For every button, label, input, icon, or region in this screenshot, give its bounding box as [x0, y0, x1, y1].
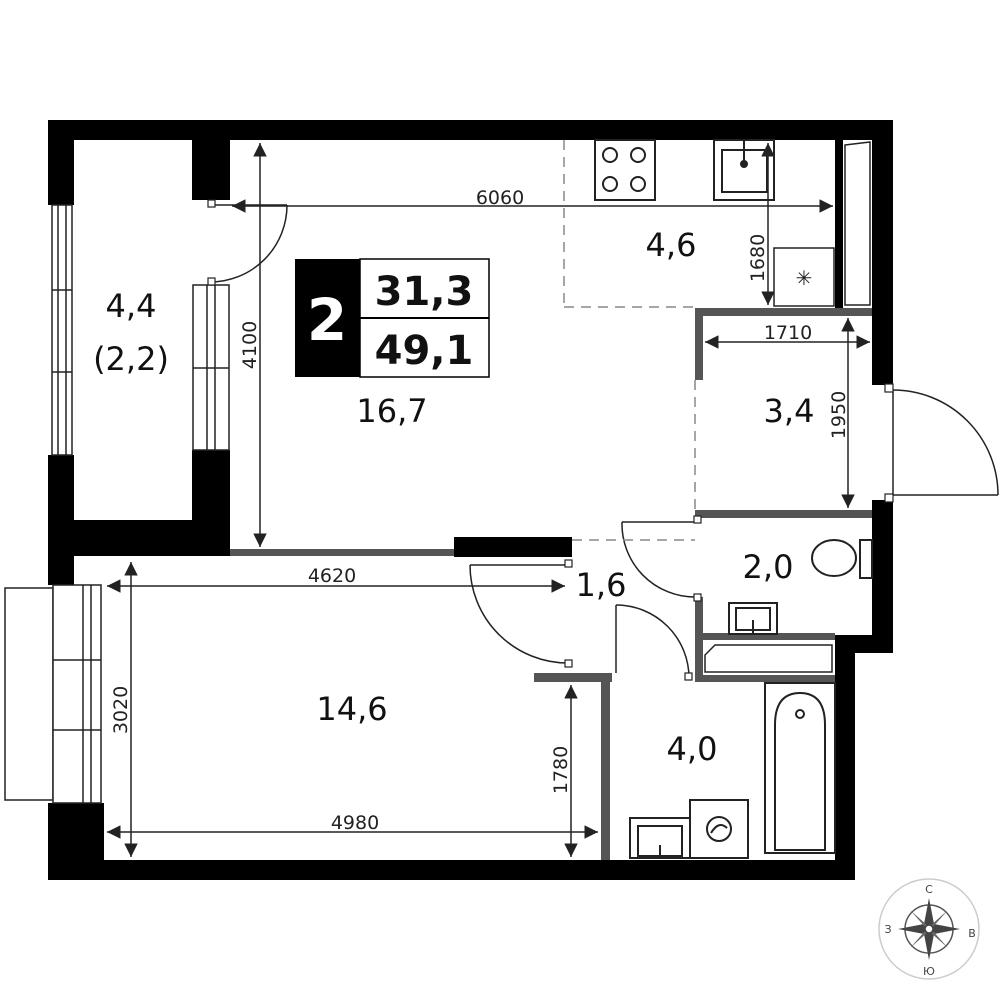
washing-machine-icon [689, 799, 749, 859]
dim-bedroom-height: 3020 [110, 686, 132, 734]
dim-hall-depth: 1950 [828, 391, 850, 439]
fridge-icon: ✳ [773, 247, 835, 307]
living-area-value: 31,3 [375, 269, 474, 315]
zone-lines [563, 140, 696, 541]
compass-north: С [925, 883, 933, 896]
total-area-value: 49,1 [375, 328, 474, 374]
rooms-count: 2 [307, 286, 347, 354]
partitions [230, 308, 872, 860]
dim-kitchen-depth: 1680 [747, 234, 769, 282]
compass-east: В [968, 927, 976, 940]
dimension-lines [107, 143, 870, 857]
door-jambs [207, 199, 894, 681]
corridor-area-label: 1,6 [576, 566, 627, 604]
bedroom-area-label: 14,6 [316, 690, 387, 728]
apartment-badge: 2 31,3 49,1 [295, 258, 490, 378]
dim-living-width: 6060 [476, 187, 524, 209]
dim-bedroom-top-width: 4620 [308, 565, 356, 587]
balcony-reduced-area-label: (2,2) [93, 340, 169, 378]
living-room-area-label: 16,7 [356, 392, 427, 430]
dim-bedroom-bottom-width: 4980 [331, 812, 379, 834]
dim-hall-width: 1710 [764, 322, 812, 344]
toilet-icon [811, 539, 873, 579]
bathroom-area-label: 4,0 [667, 730, 718, 768]
bathtub-icon [764, 682, 836, 854]
dim-bedroom-partial-height: 1780 [550, 746, 572, 794]
stove-icon [594, 139, 656, 201]
wardrobe-icon [844, 141, 871, 306]
hall-area-label: 3,4 [764, 392, 815, 430]
compass-south: Ю [923, 965, 935, 978]
svg-text:✳: ✳ [796, 266, 813, 290]
compass-west: З [884, 923, 891, 936]
shelf-icon [704, 644, 833, 673]
wc-sink-icon [728, 602, 778, 635]
wc-area-label: 2,0 [743, 548, 794, 586]
dim-living-height: 4100 [239, 321, 261, 369]
balcony-area-label: 4,4 [106, 287, 157, 325]
outer-walls [48, 120, 893, 880]
windows [4, 204, 230, 804]
kitchen-area-label: 4,6 [646, 226, 697, 264]
kitchen-sink-icon [713, 139, 775, 201]
bathroom-sink-icon [629, 817, 691, 859]
compass-icon: С Ю З В [878, 878, 980, 980]
